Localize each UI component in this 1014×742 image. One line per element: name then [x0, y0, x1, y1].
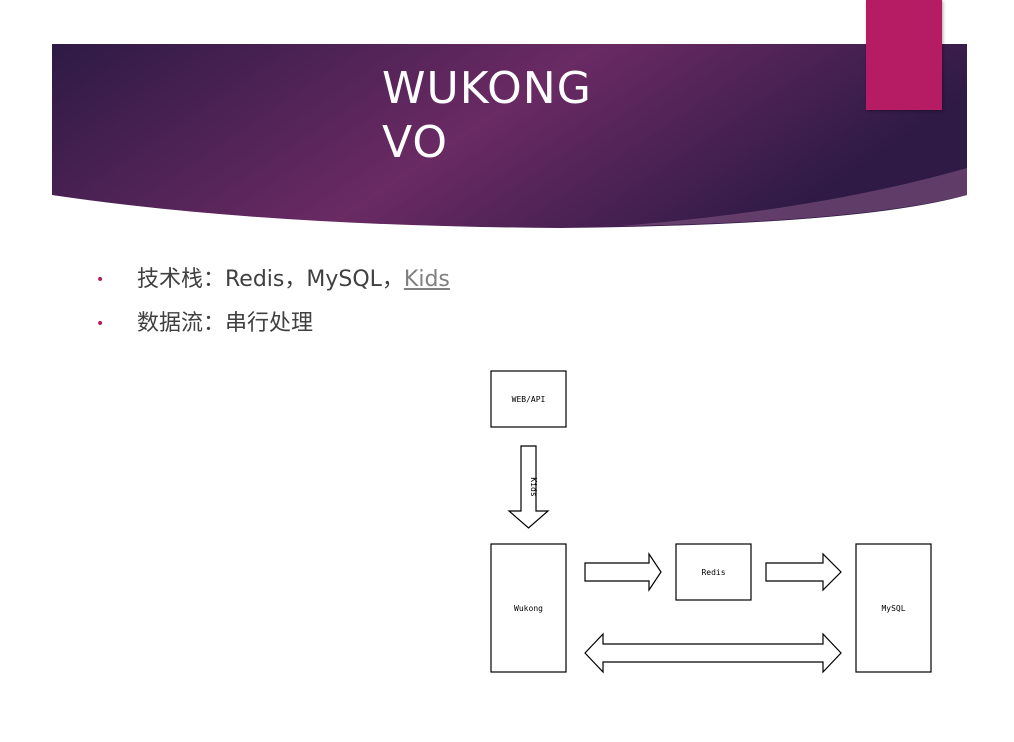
title-line-1: WUKONG: [382, 63, 592, 114]
bullet-dot-icon: •: [96, 272, 105, 288]
node-web-api-label: WEB/API: [512, 395, 546, 404]
title-line-2: VO: [382, 117, 448, 168]
node-wukong: Wukong: [490, 543, 567, 673]
accent-tab: [866, 0, 942, 110]
node-wukong-label: Wukong: [514, 604, 543, 613]
bullet-dot-icon: •: [96, 316, 105, 332]
arrow-wukong-to-redis: [584, 552, 662, 592]
edge-label-kids: Kids: [529, 477, 538, 496]
bullet-text-tech-stack: 技术栈：Redis，MySQL，: [137, 267, 404, 292]
kids-link[interactable]: Kids: [403, 267, 450, 292]
arrow-wukong-mysql-bidirectional: [584, 632, 842, 674]
slide-title: WUKONG VO: [382, 62, 592, 170]
node-web-api: WEB/API: [490, 370, 567, 428]
node-redis: Redis: [675, 543, 752, 601]
node-redis-label: Redis: [701, 568, 725, 577]
node-mysql: MySQL: [855, 543, 932, 673]
node-mysql-label: MySQL: [881, 604, 905, 613]
bullet-text-data-flow: 数据流：串行处理: [137, 311, 314, 336]
arrow-redis-to-mysql: [765, 552, 842, 592]
arrow-web-to-wukong: Kids: [507, 445, 550, 529]
